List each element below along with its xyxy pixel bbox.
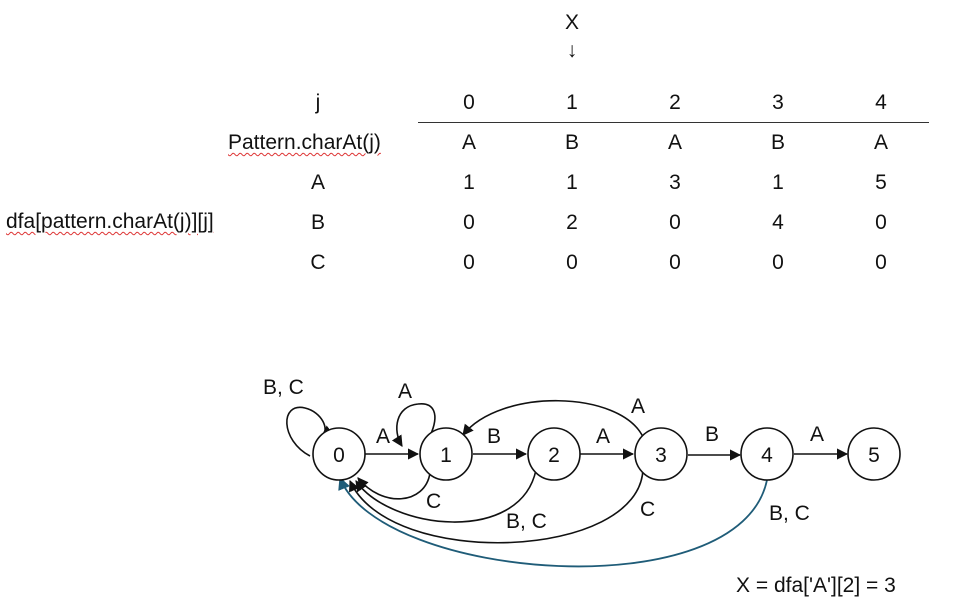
label-edge-0-1: A <box>376 425 390 448</box>
state-node-0: 0 <box>312 427 366 481</box>
edge-3-1 <box>462 399 644 438</box>
cell-B-1: 2 <box>566 211 578 234</box>
label-edge-3-4: B <box>705 423 719 446</box>
edge-2-0 <box>355 469 537 523</box>
cell-B-3: 4 <box>772 211 784 234</box>
cell-B-4: 0 <box>875 211 887 234</box>
state-node-5: 5 <box>847 427 901 481</box>
state-node-4: 4 <box>740 427 794 481</box>
label-self-1: A <box>398 380 412 403</box>
label-edge-3-0: C <box>640 498 655 521</box>
row-char-A: A <box>310 171 326 194</box>
cell-B-0: 0 <box>463 211 475 234</box>
pattern-cell-2: A <box>667 131 683 154</box>
label-edge-2-0: B, C <box>506 510 547 533</box>
label-edge-4-5: A <box>810 423 824 446</box>
label-edge-2-3: A <box>596 425 610 448</box>
row-char-C: C <box>310 251 326 274</box>
state-label-0: 0 <box>333 444 345 467</box>
cell-A-4: 5 <box>875 171 887 194</box>
column-header-4: 4 <box>875 91 887 114</box>
state-node-2: 2 <box>527 427 581 481</box>
dfa-label: dfa[pattern.charAt(j)][j] <box>6 210 214 233</box>
label-edge-1-2: B <box>487 425 501 448</box>
state-label-3: 3 <box>655 444 667 467</box>
cell-C-4: 0 <box>875 251 887 274</box>
formula-text: X = dfa['A'][2] = 3 <box>736 574 896 597</box>
pattern-cell-4: A <box>873 131 889 154</box>
pattern-row-header: Pattern.charAt(j) <box>228 131 381 154</box>
column-header-0: 0 <box>463 91 475 114</box>
column-header-1: 1 <box>566 91 578 114</box>
label-edge-3-1: A <box>631 395 645 418</box>
cell-C-0: 0 <box>463 251 475 274</box>
cell-A-3: 1 <box>772 171 784 194</box>
state-node-1: 1 <box>419 427 473 481</box>
state-label-4: 4 <box>761 444 773 467</box>
label-edge-1-0: C <box>426 490 441 513</box>
cell-B-2: 0 <box>669 211 681 234</box>
state-label-1: 1 <box>440 444 452 467</box>
label-self-0: B, C <box>263 376 304 399</box>
state-node-3: 3 <box>634 427 688 481</box>
state-label-5: 5 <box>868 444 880 467</box>
edge-3-0 <box>349 468 644 544</box>
column-header-3: 3 <box>772 91 784 114</box>
self-loop-0 <box>286 406 334 457</box>
self-loop-1 <box>391 403 436 447</box>
cell-C-1: 0 <box>566 251 578 274</box>
pattern-cell-1: B <box>564 131 580 154</box>
state-label-2: 2 <box>548 444 560 467</box>
column-header-2: 2 <box>669 91 681 114</box>
pattern-cell-0: A <box>461 131 477 154</box>
label-edge-4-0: B, C <box>769 502 810 525</box>
cell-C-3: 0 <box>772 251 784 274</box>
marker-x-label: X <box>564 11 580 34</box>
pattern-cell-3: B <box>770 131 786 154</box>
cell-A-1: 1 <box>566 171 578 194</box>
edge-4-0-highlighted <box>338 476 768 568</box>
cell-C-2: 0 <box>669 251 681 274</box>
cell-A-2: 3 <box>669 171 681 194</box>
header-divider <box>418 122 929 123</box>
j-label: j <box>315 91 321 114</box>
row-char-B: B <box>310 211 326 234</box>
cell-A-0: 1 <box>463 171 475 194</box>
marker-down-arrow: ↓ <box>566 39 578 62</box>
